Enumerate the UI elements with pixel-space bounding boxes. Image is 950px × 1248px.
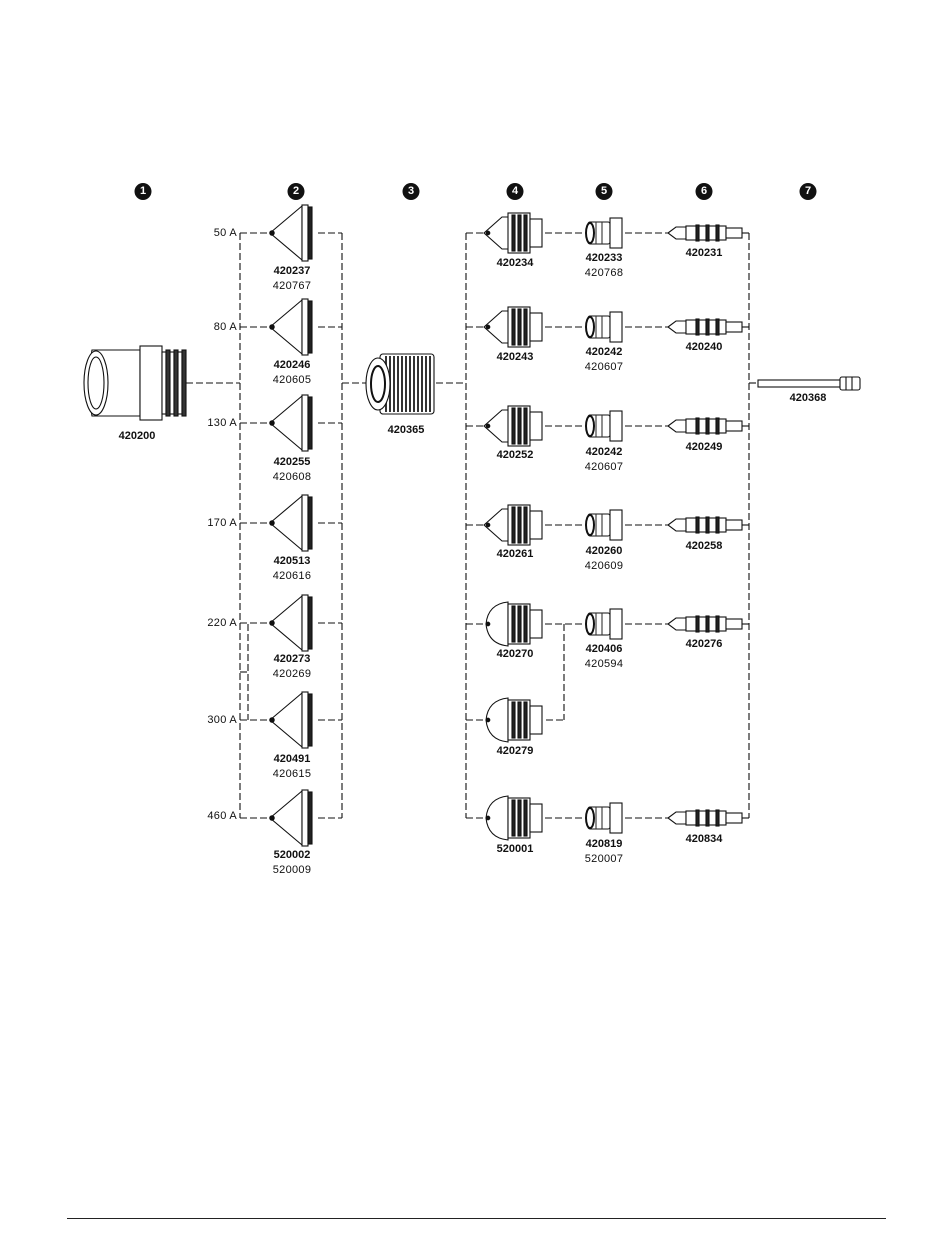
electrode-part-number: 420231 bbox=[685, 247, 723, 259]
shield-alt-number: 420269 bbox=[272, 668, 312, 680]
swirl-ring-alt-number: 420594 bbox=[584, 658, 624, 670]
shield-alt-number: 420605 bbox=[272, 374, 312, 386]
inner-cap-part-number: 420365 bbox=[387, 424, 425, 436]
shield-illustration bbox=[269, 594, 313, 652]
shield-illustration bbox=[269, 789, 313, 847]
shield-part-number: 420491 bbox=[273, 753, 311, 765]
swirl-ring-illustration bbox=[585, 410, 623, 442]
swirl-ring-part-number: 420819 bbox=[585, 838, 623, 850]
water-tube-illustration bbox=[757, 376, 861, 391]
column-badge-7: 7 bbox=[799, 183, 817, 200]
nozzle-part-number: 520001 bbox=[496, 843, 534, 855]
swirl-ring-part-number: 420242 bbox=[585, 446, 623, 458]
shield-part-number: 420246 bbox=[273, 359, 311, 371]
shield-illustration bbox=[269, 394, 313, 452]
nozzle-illustration bbox=[485, 601, 543, 647]
swirl-ring-alt-number: 420607 bbox=[584, 361, 624, 373]
electrode-illustration bbox=[667, 318, 743, 336]
column-badge-2: 2 bbox=[287, 183, 305, 200]
nozzle-part-number: 420279 bbox=[496, 745, 534, 757]
column-badge-3: 3 bbox=[402, 183, 420, 200]
swirl-ring-alt-number: 520007 bbox=[584, 853, 624, 865]
retaining-cap-part-number: 420200 bbox=[118, 430, 156, 442]
swirl-ring-illustration bbox=[585, 608, 623, 640]
nozzle-part-number: 420270 bbox=[496, 648, 534, 660]
nozzle-illustration bbox=[483, 504, 543, 546]
column-badge-6: 6 bbox=[695, 183, 713, 200]
current-label: 170 A bbox=[207, 517, 237, 529]
electrode-part-number: 420258 bbox=[685, 540, 723, 552]
electrode-part-number: 420276 bbox=[685, 638, 723, 650]
swirl-ring-illustration bbox=[585, 802, 623, 834]
swirl-ring-part-number: 420260 bbox=[585, 545, 623, 557]
current-label: 460 A bbox=[207, 810, 237, 822]
shield-illustration bbox=[269, 494, 313, 552]
column-badge-1: 1 bbox=[134, 183, 152, 200]
shield-part-number: 420273 bbox=[273, 653, 311, 665]
current-label: 220 A bbox=[207, 617, 237, 629]
retaining-cap-illustration bbox=[83, 345, 187, 421]
swirl-ring-alt-number: 420609 bbox=[584, 560, 624, 572]
column-badge-5: 5 bbox=[595, 183, 613, 200]
shield-part-number: 420513 bbox=[273, 555, 311, 567]
electrode-part-number: 420834 bbox=[685, 833, 723, 845]
swirl-ring-alt-number: 420768 bbox=[584, 267, 624, 279]
shield-alt-number: 420767 bbox=[272, 280, 312, 292]
shield-alt-number: 420608 bbox=[272, 471, 312, 483]
shield-part-number: 520002 bbox=[273, 849, 311, 861]
electrode-illustration bbox=[667, 615, 743, 633]
nozzle-illustration bbox=[483, 212, 543, 254]
shield-illustration bbox=[269, 204, 313, 262]
shield-alt-number: 520009 bbox=[272, 864, 312, 876]
inner-cap-illustration bbox=[365, 353, 435, 415]
nozzle-part-number: 420252 bbox=[496, 449, 534, 461]
nozzle-illustration bbox=[483, 405, 543, 447]
swirl-ring-part-number: 420242 bbox=[585, 346, 623, 358]
swirl-ring-illustration bbox=[585, 311, 623, 343]
electrode-illustration bbox=[667, 417, 743, 435]
electrode-illustration bbox=[667, 809, 743, 827]
footer-rule bbox=[67, 1218, 886, 1219]
nozzle-part-number: 420261 bbox=[496, 548, 534, 560]
swirl-ring-illustration bbox=[585, 509, 623, 541]
water-tube-part-number: 420368 bbox=[789, 392, 827, 404]
current-label: 300 A bbox=[207, 714, 237, 726]
current-label: 130 A bbox=[207, 417, 237, 429]
nozzle-illustration bbox=[483, 306, 543, 348]
swirl-ring-illustration bbox=[585, 217, 623, 249]
swirl-ring-part-number: 420406 bbox=[585, 643, 623, 655]
shield-illustration bbox=[269, 298, 313, 356]
shield-illustration bbox=[269, 691, 313, 749]
nozzle-part-number: 420243 bbox=[496, 351, 534, 363]
swirl-ring-alt-number: 420607 bbox=[584, 461, 624, 473]
shield-part-number: 420255 bbox=[273, 456, 311, 468]
electrode-part-number: 420240 bbox=[685, 341, 723, 353]
shield-part-number: 420237 bbox=[273, 265, 311, 277]
current-label: 80 A bbox=[213, 321, 237, 333]
column-badge-4: 4 bbox=[506, 183, 524, 200]
electrode-illustration bbox=[667, 516, 743, 534]
swirl-ring-part-number: 420233 bbox=[585, 252, 623, 264]
current-label: 50 A bbox=[213, 227, 237, 239]
electrode-illustration bbox=[667, 224, 743, 242]
nozzle-part-number: 420234 bbox=[496, 257, 534, 269]
nozzle-illustration bbox=[485, 697, 543, 743]
shield-alt-number: 420615 bbox=[272, 768, 312, 780]
nozzle-illustration bbox=[485, 795, 543, 841]
shield-alt-number: 420616 bbox=[272, 570, 312, 582]
electrode-part-number: 420249 bbox=[685, 441, 723, 453]
